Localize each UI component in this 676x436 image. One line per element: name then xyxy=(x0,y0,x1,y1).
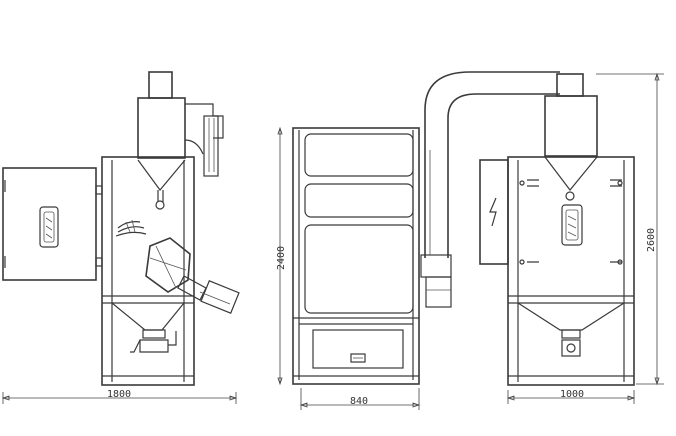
cyclone-cone xyxy=(137,159,186,191)
collar xyxy=(556,73,584,97)
hopper xyxy=(111,302,185,331)
control-cabinet xyxy=(2,167,97,281)
base-panel xyxy=(312,329,404,369)
left-view: 1800 xyxy=(1,71,240,404)
right-frame xyxy=(507,156,635,386)
electrical-box xyxy=(479,159,509,265)
right-hopper-valve xyxy=(561,339,581,357)
exhaust-duct xyxy=(424,71,560,258)
lamp-brackets xyxy=(527,179,622,187)
cyclone-box xyxy=(544,95,598,157)
door-panel xyxy=(304,224,414,314)
electric-hazard-icon xyxy=(489,197,497,227)
dim-right-width: 1000 xyxy=(560,389,584,400)
dim-left-width: 1800 xyxy=(107,389,131,400)
right-hopper xyxy=(517,302,625,331)
cabinet-handle xyxy=(39,206,59,248)
cyclone-outlet xyxy=(148,71,173,99)
duct-lower xyxy=(425,276,452,308)
dim-right-height: 2600 xyxy=(646,228,657,252)
view-window xyxy=(561,204,583,246)
cabinet-body xyxy=(292,127,420,385)
blast-hoses xyxy=(115,221,147,237)
blast-frame xyxy=(101,156,195,386)
middle-view: 2400 840 xyxy=(276,126,452,410)
mid-panel xyxy=(304,183,414,218)
base-handle xyxy=(350,353,366,363)
dim-middle-width: 840 xyxy=(350,396,368,407)
right-view: 1000 2600 xyxy=(479,72,664,404)
cone xyxy=(544,156,598,191)
cyclone-body xyxy=(137,97,186,159)
duct-vertical xyxy=(203,115,219,177)
dim-middle-height: 2400 xyxy=(276,246,287,270)
drum-motor xyxy=(200,280,240,314)
duct-box xyxy=(420,254,452,278)
rotary-drum xyxy=(145,237,191,293)
top-panel xyxy=(304,133,414,177)
hopper-valve xyxy=(139,339,169,353)
